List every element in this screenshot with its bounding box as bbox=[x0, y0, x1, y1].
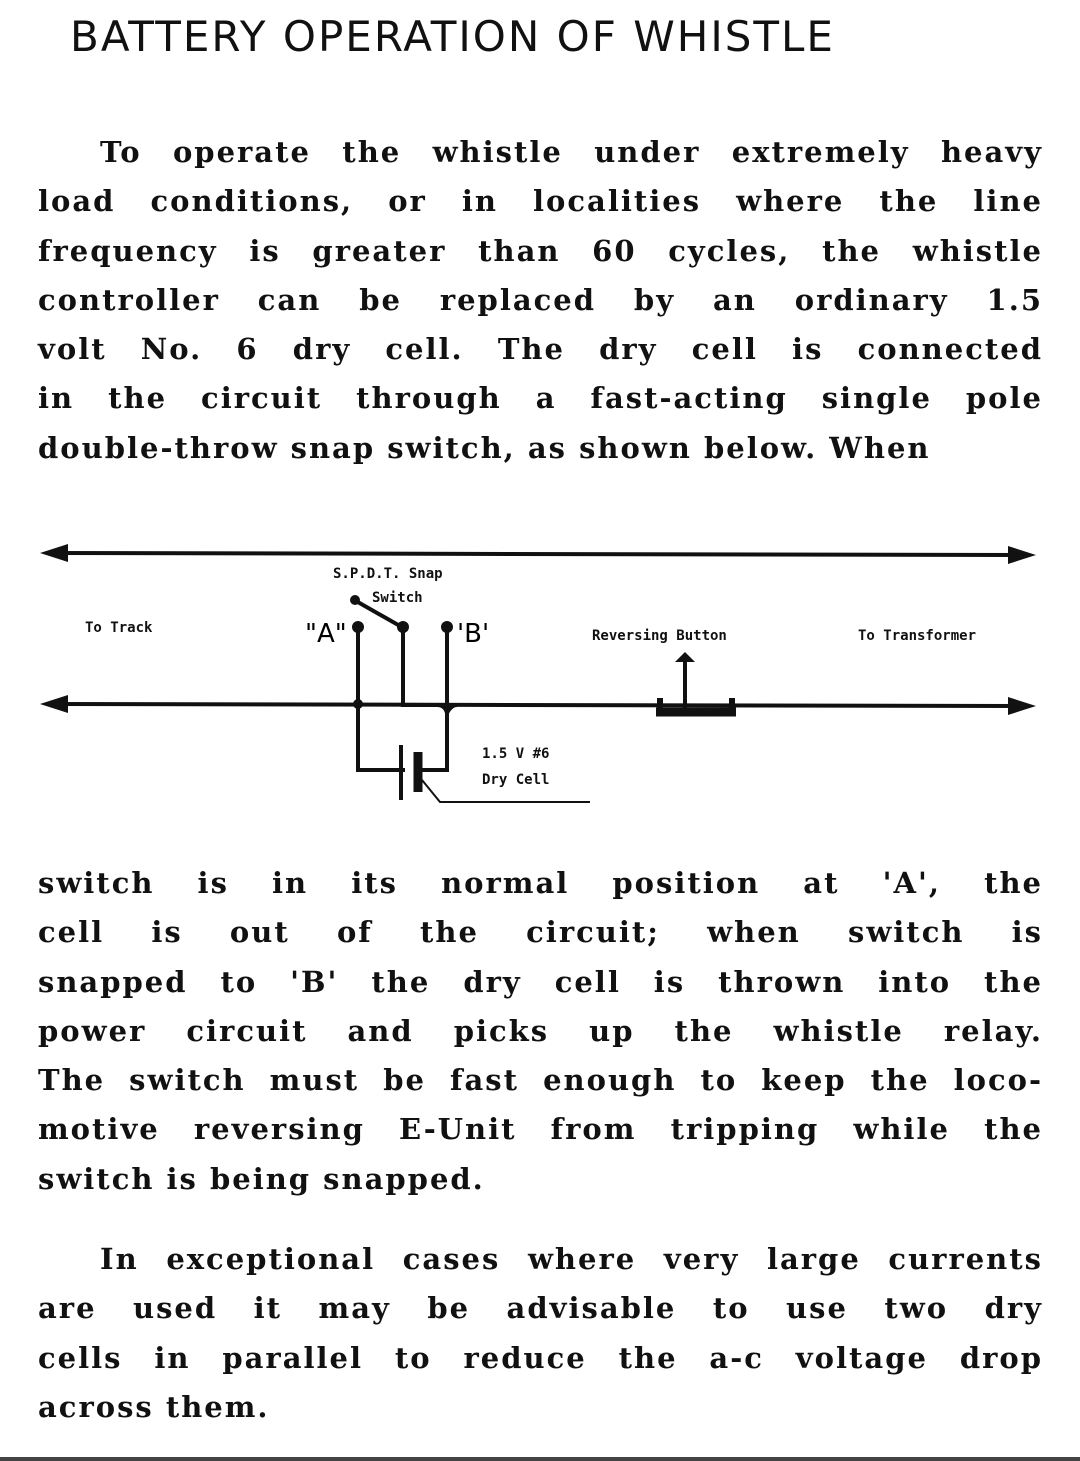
lower-rail-wire bbox=[54, 702, 1021, 708]
cell-leader bbox=[421, 779, 590, 803]
text-line: snapped to 'B' the dry cell is thrown in… bbox=[38, 964, 1043, 999]
upper-rail-wire bbox=[54, 551, 1021, 557]
text-line: cells in parallel to reduce the a-c volt… bbox=[38, 1340, 1043, 1375]
text-line: motive reversing E-Unit from tripping wh… bbox=[38, 1112, 1043, 1147]
text-line: are used it may be advisable to use two … bbox=[38, 1291, 1043, 1326]
to-transformer-label: To Transformer bbox=[858, 628, 976, 644]
reversing-button-label: Reversing Button bbox=[592, 628, 727, 644]
arrow-left-icon bbox=[40, 695, 68, 713]
point-b-label: 'B' bbox=[457, 619, 489, 649]
text-line: volt No. 6 dry cell. The dry cell is con… bbox=[38, 332, 1043, 367]
switch-blade bbox=[355, 599, 401, 628]
to-track-label: To Track bbox=[85, 620, 153, 636]
text-line: frequency is greater than 60 cycles, the… bbox=[38, 233, 1043, 268]
text-line: The switch must be fast enough to keep t… bbox=[38, 1063, 1043, 1098]
switch-label: S.P.D.T. Snap bbox=[333, 566, 443, 582]
wire-b bbox=[420, 628, 449, 772]
wiring-diagram: S.P.D.T. Snap Switch To Track "A" 'B' Re… bbox=[40, 544, 1036, 803]
arrow-right-icon bbox=[1008, 697, 1036, 715]
bottom-rule bbox=[0, 1457, 1080, 1461]
cell-label: 1.5 V #6 bbox=[482, 746, 549, 762]
text-line: switch is in its normal position at 'A',… bbox=[38, 866, 1043, 900]
text-line: across them. bbox=[38, 1389, 270, 1424]
arrow-left-icon bbox=[40, 544, 68, 562]
switch-label-2: Switch bbox=[372, 590, 423, 606]
text-line: power circuit and picks up the whistle r… bbox=[38, 1013, 1043, 1048]
paragraph-switch: switch is in its normal position at 'A',… bbox=[38, 859, 1043, 1204]
cell-label-2: Dry Cell bbox=[482, 772, 549, 788]
paragraph-exceptional: In exceptional cases where very large cu… bbox=[38, 1235, 1043, 1432]
text-line: To operate the whistle under extremely h… bbox=[100, 135, 1043, 169]
page-title: BATTERY OPERATION OF WHISTLE bbox=[70, 12, 835, 61]
text-line: cell is out of the circuit; when switch … bbox=[38, 915, 1043, 950]
text-line: In exceptional cases where very large cu… bbox=[100, 1242, 1043, 1276]
text-line: load conditions, or in localities where … bbox=[38, 184, 1043, 219]
text-line: switch is being snapped. bbox=[38, 1161, 485, 1196]
paragraph-intro: To operate the whistle under extremely h… bbox=[38, 128, 1043, 473]
text-line: controller can be replaced by an ordinar… bbox=[38, 282, 1043, 317]
arrow-right-icon bbox=[1008, 546, 1036, 564]
button-head-icon bbox=[675, 652, 695, 662]
wire-a bbox=[356, 628, 405, 772]
text-line: in the circuit through a fast-acting sin… bbox=[38, 381, 1043, 416]
text-line: double-throw snap switch, as shown below… bbox=[38, 430, 931, 465]
point-a-label: "A" bbox=[305, 619, 347, 649]
